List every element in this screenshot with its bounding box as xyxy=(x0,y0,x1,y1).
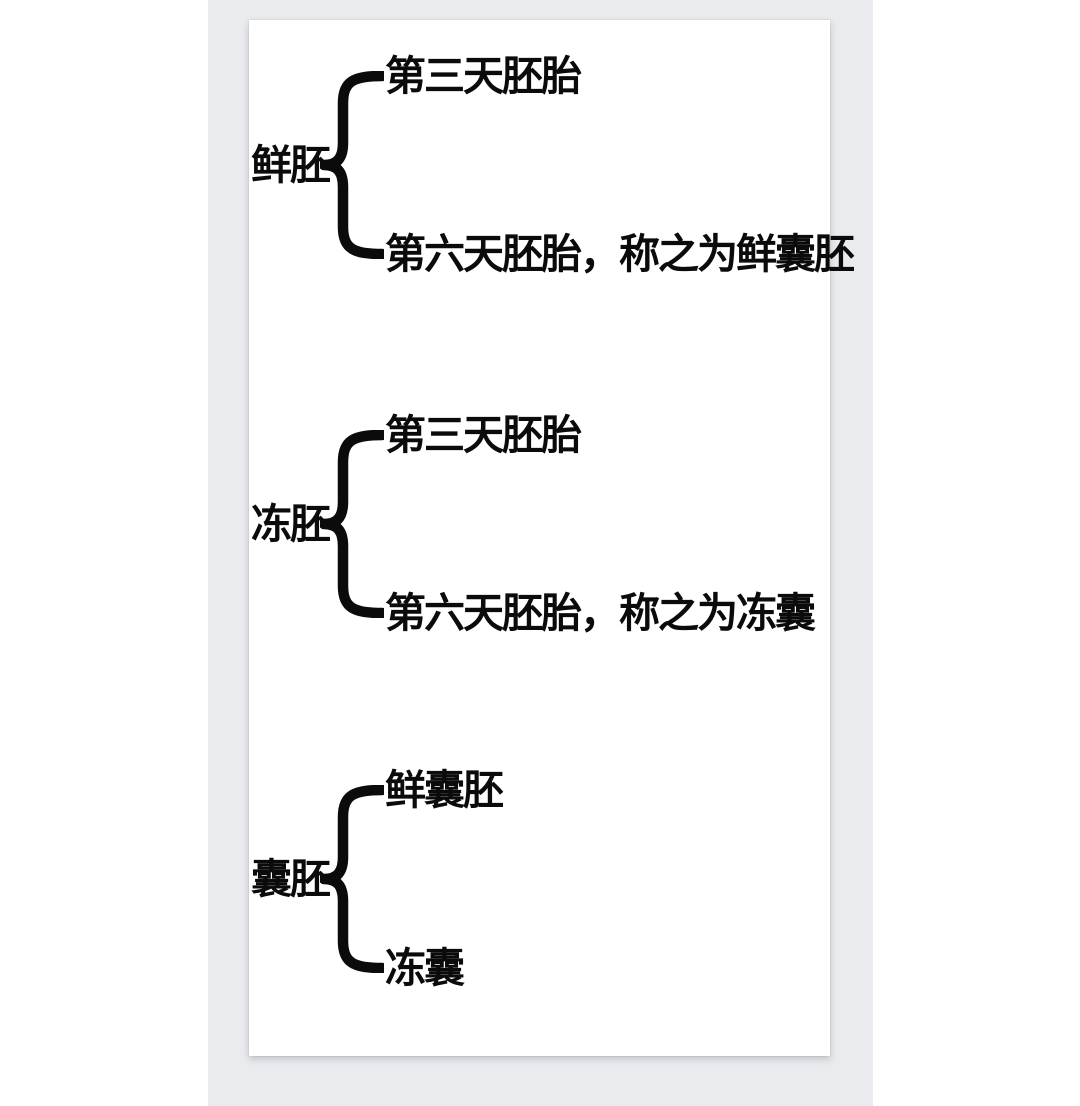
branch-item: 第六天胚胎，称之为鲜囊胚 xyxy=(385,231,855,277)
branch-item: 鲜囊胚 xyxy=(385,767,504,813)
curly-brace-icon xyxy=(320,71,384,259)
branch-item: 冻囊 xyxy=(385,945,465,991)
group-label: 鲜胚 xyxy=(251,142,331,188)
brace-group-blastocyst: 鲜囊胚 囊胚 冻囊 xyxy=(249,764,830,1004)
group-label: 囊胚 xyxy=(251,856,331,902)
curly-brace-icon xyxy=(320,785,384,973)
diagram-panel: 第三天胚胎 鲜胚 第六天胚胎，称之为鲜囊胚 第三天胚胎 冻胚 第六天胚胎，称之为… xyxy=(249,20,855,1056)
branch-item: 第三天胚胎 xyxy=(385,412,582,458)
curly-brace-icon xyxy=(320,430,384,618)
brace-group-frozen-embryo: 第三天胚胎 冻胚 第六天胚胎，称之为冻囊 xyxy=(249,409,830,649)
branch-item: 第六天胚胎，称之为冻囊 xyxy=(385,590,816,636)
group-label: 冻胚 xyxy=(251,501,331,547)
brace-group-fresh-embryo: 第三天胚胎 鲜胚 第六天胚胎，称之为鲜囊胚 xyxy=(249,50,855,290)
branch-item: 第三天胚胎 xyxy=(385,53,582,99)
